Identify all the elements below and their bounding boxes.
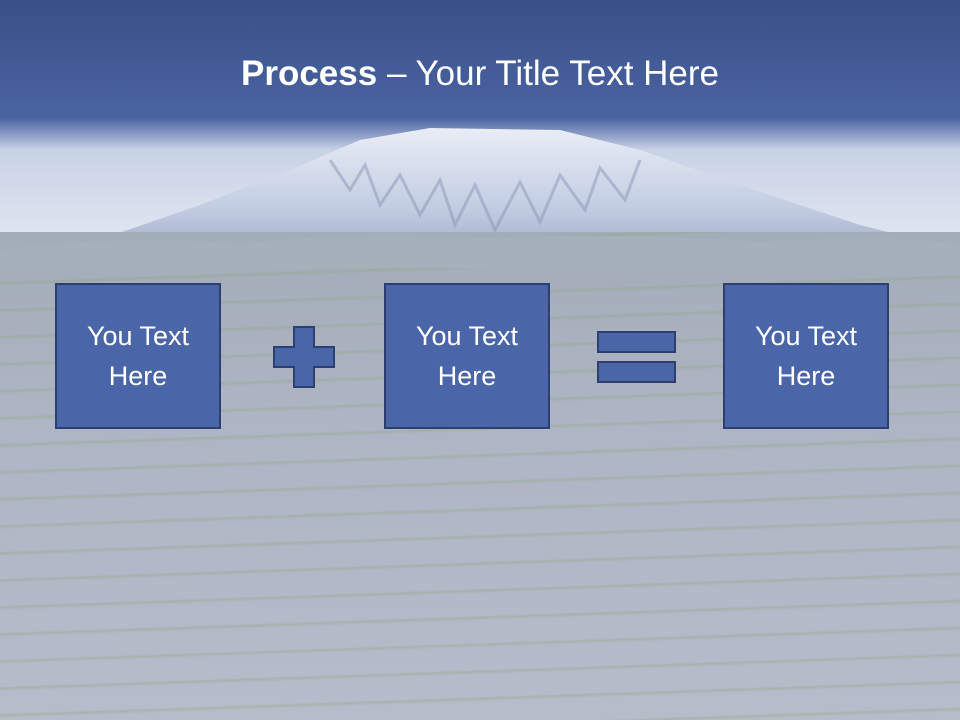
title-rest: – Your Title Text Here: [377, 54, 719, 93]
slide-title: Process – Your Title Text Here: [0, 52, 960, 96]
process-box-2[interactable]: You Text Here: [384, 283, 550, 429]
process-box-3[interactable]: You Text Here: [723, 283, 889, 429]
process-box-1-text: You Text Here: [86, 321, 190, 391]
hill-ridge: [0, 235, 960, 268]
plus-icon: [273, 326, 335, 388]
equals-icon: [597, 331, 676, 383]
title-bold: Process: [241, 54, 378, 93]
process-box-1[interactable]: You Text Here: [55, 283, 221, 429]
process-box-2-text: You Text Here: [415, 321, 519, 391]
mountain-image: [0, 128, 960, 260]
process-box-3-text: You Text Here: [754, 321, 858, 391]
